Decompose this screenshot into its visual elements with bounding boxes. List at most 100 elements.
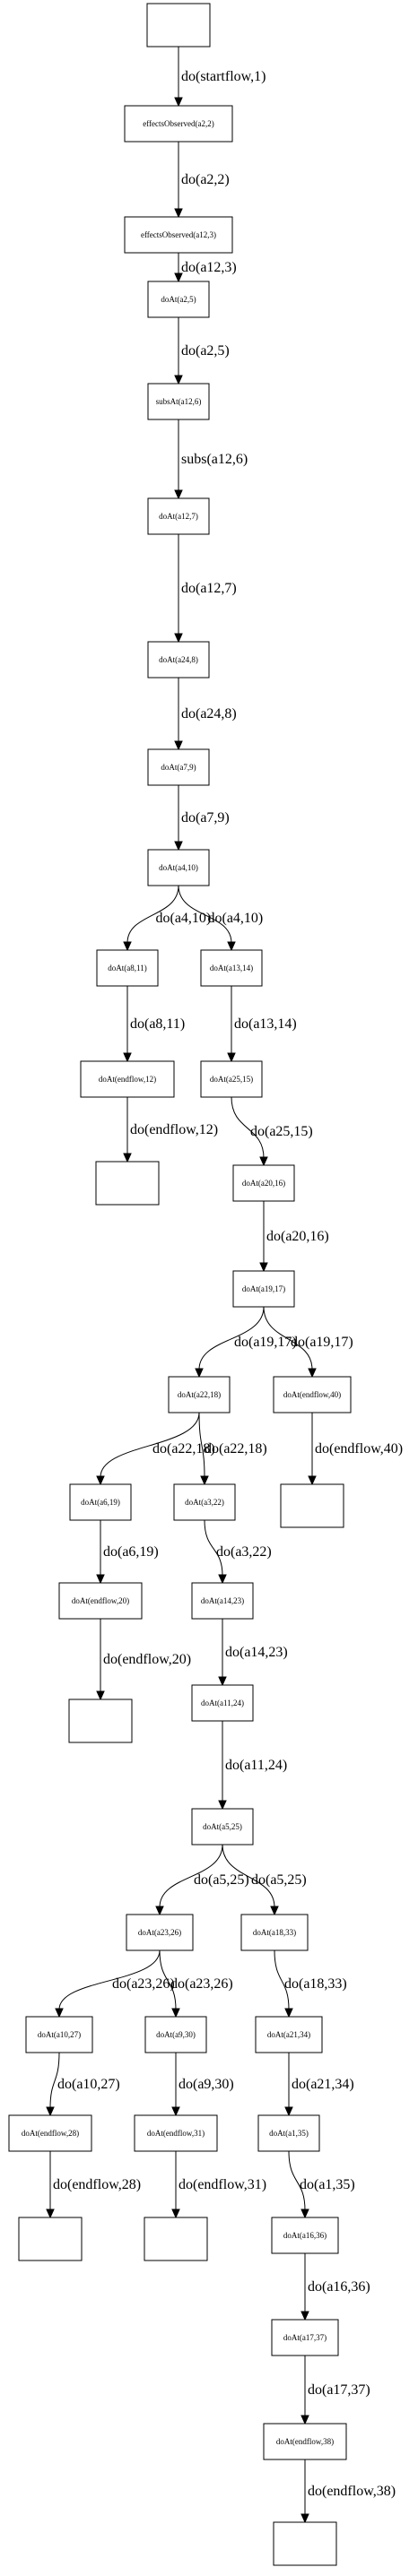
edge-label: do(endflow,40): [315, 1441, 403, 1457]
arrowhead-icon: [227, 941, 236, 952]
node-label: doAt(a4,10): [159, 863, 198, 872]
node-box: [96, 949, 159, 987]
node-box: [147, 641, 210, 679]
edge-n21-n22: do(a11,24): [218, 1721, 287, 1811]
edge-start-n1: do(startflow,1): [174, 47, 266, 108]
edge-label: do(a20,16): [266, 1229, 329, 1244]
node-box: [191, 1684, 254, 1722]
node-end5: [144, 2217, 208, 2261]
node-label: doAt(a1,35): [269, 2129, 309, 2138]
edge-label: do(a11,24): [225, 1758, 287, 1773]
edge-line: [222, 1844, 275, 1908]
arrowhead-icon: [259, 1262, 268, 1273]
edge-n10-n12: do(a13,14): [227, 986, 297, 1063]
node-n12: doAt(a25,15): [200, 1060, 263, 1098]
node-box: [191, 1582, 254, 1620]
edge-line: [198, 1412, 205, 1478]
node-box: [255, 2016, 323, 2053]
edge-line: [49, 2052, 60, 2109]
edge-label: do(a8,11): [130, 1016, 185, 1032]
node-box: [8, 2114, 92, 2152]
node-n8: doAt(a4,10): [147, 849, 210, 886]
node-box: [147, 497, 210, 535]
node-label: doAt(a23,26): [138, 1928, 181, 1937]
edge-n19-end3: do(endflow,20): [96, 1619, 191, 1701]
node-start: [146, 3, 211, 48]
node-label: doAt(a22,18): [178, 1390, 221, 1399]
node-n28: doAt(endflow,28): [8, 2114, 92, 2152]
arrowhead-icon: [46, 2106, 55, 2117]
edge-label: do(a21,34): [292, 2077, 354, 2092]
node-box: [232, 1270, 295, 1308]
edge-n13-n14: do(a20,16): [259, 1201, 329, 1273]
node-n16: doAt(endflow,40): [273, 1376, 352, 1413]
node-box: [273, 1376, 352, 1413]
arrowhead-icon: [174, 841, 183, 851]
arrowhead-icon: [284, 2008, 293, 2018]
edge-n32-n33: do(a17,37): [300, 2356, 370, 2425]
node-label: doAt(a7,9): [161, 763, 196, 772]
node-box: [263, 2423, 347, 2460]
edge-label: do(a25,15): [250, 1124, 313, 1139]
arrowhead-icon: [174, 272, 183, 283]
node-box: [124, 105, 233, 143]
node-label: doAt(a2,5): [161, 295, 196, 304]
edge-n8-n10: do(a4,10): [178, 885, 263, 952]
arrowhead-icon: [174, 208, 183, 219]
node-label: doAt(endflow,12): [99, 1075, 156, 1084]
edges-layer: do(startflow,1)do(a2,2)do(a12,3)do(a2,5)…: [46, 47, 403, 2524]
edge-n5-n6: do(a12,7): [174, 534, 237, 644]
arrowhead-icon: [300, 2209, 309, 2219]
node-n9: doAt(a8,11): [96, 949, 159, 987]
node-label: doAt(a21,34): [267, 2030, 310, 2039]
node-end6: [273, 2521, 337, 2566]
node-box: [271, 2217, 339, 2254]
edge-line: [274, 1949, 290, 2010]
node-n6: doAt(a24,8): [147, 641, 210, 679]
node-box: [273, 2521, 337, 2566]
arrowhead-icon: [227, 1052, 236, 1063]
arrowhead-icon: [171, 2209, 180, 2219]
edge-line: [58, 1949, 161, 2010]
node-box: [200, 1060, 263, 1098]
arrowhead-icon: [46, 2209, 55, 2219]
node-label: doAt(endflow,38): [276, 2437, 334, 2446]
arrowhead-icon: [218, 1800, 227, 1811]
node-box: [232, 1164, 295, 1202]
edge-n27-n30: do(a21,34): [284, 2053, 354, 2117]
node-label: doAt(a12,7): [159, 512, 198, 521]
node-n22: doAt(a5,25): [191, 1808, 254, 1846]
edge-label: do(a12,3): [181, 260, 237, 275]
node-end3: [68, 1699, 133, 1743]
arrowhead-icon: [218, 1574, 227, 1585]
arrowhead-icon: [200, 1475, 209, 1486]
node-n32: doAt(a17,37): [271, 2319, 339, 2356]
edge-label: do(a17,37): [308, 2382, 370, 2398]
edge-n17-n19: do(a6,19): [96, 1520, 159, 1585]
edge-label: do(a23,26): [112, 1976, 175, 1992]
edge-n26-n29: do(a9,30): [171, 2053, 234, 2117]
node-n31: doAt(a16,36): [271, 2217, 339, 2254]
node-box: [25, 2016, 93, 2053]
node-n10: doAt(a13,14): [200, 949, 263, 987]
arrowhead-icon: [123, 1052, 132, 1063]
edge-label: subs(a12,6): [181, 452, 248, 467]
node-box: [173, 1483, 236, 1521]
nodes-layer: effectsObserved(a2,2)effectsObserved(a12…: [8, 3, 352, 2566]
node-box: [147, 748, 210, 786]
node-box: [257, 2114, 320, 2152]
node-n14: doAt(a19,17): [232, 1270, 295, 1308]
edge-label: do(a5,25): [251, 1872, 307, 1888]
arrowhead-icon: [195, 1368, 204, 1379]
edge-n22-n24: do(a5,25): [222, 1844, 307, 1916]
node-label: doAt(a9,30): [156, 2030, 196, 2039]
edge-n15-n18: do(a22,18): [198, 1412, 267, 1486]
edge-line: [288, 2150, 306, 2211]
node-box: [58, 1582, 143, 1620]
node-label: doAt(a13,14): [210, 964, 253, 972]
edge-label: do(a12,7): [181, 581, 237, 596]
node-label: doAt(endflow,31): [147, 2129, 205, 2138]
node-label: doAt(a20,16): [242, 1179, 285, 1188]
edge-label: do(a22,18): [152, 1441, 215, 1457]
